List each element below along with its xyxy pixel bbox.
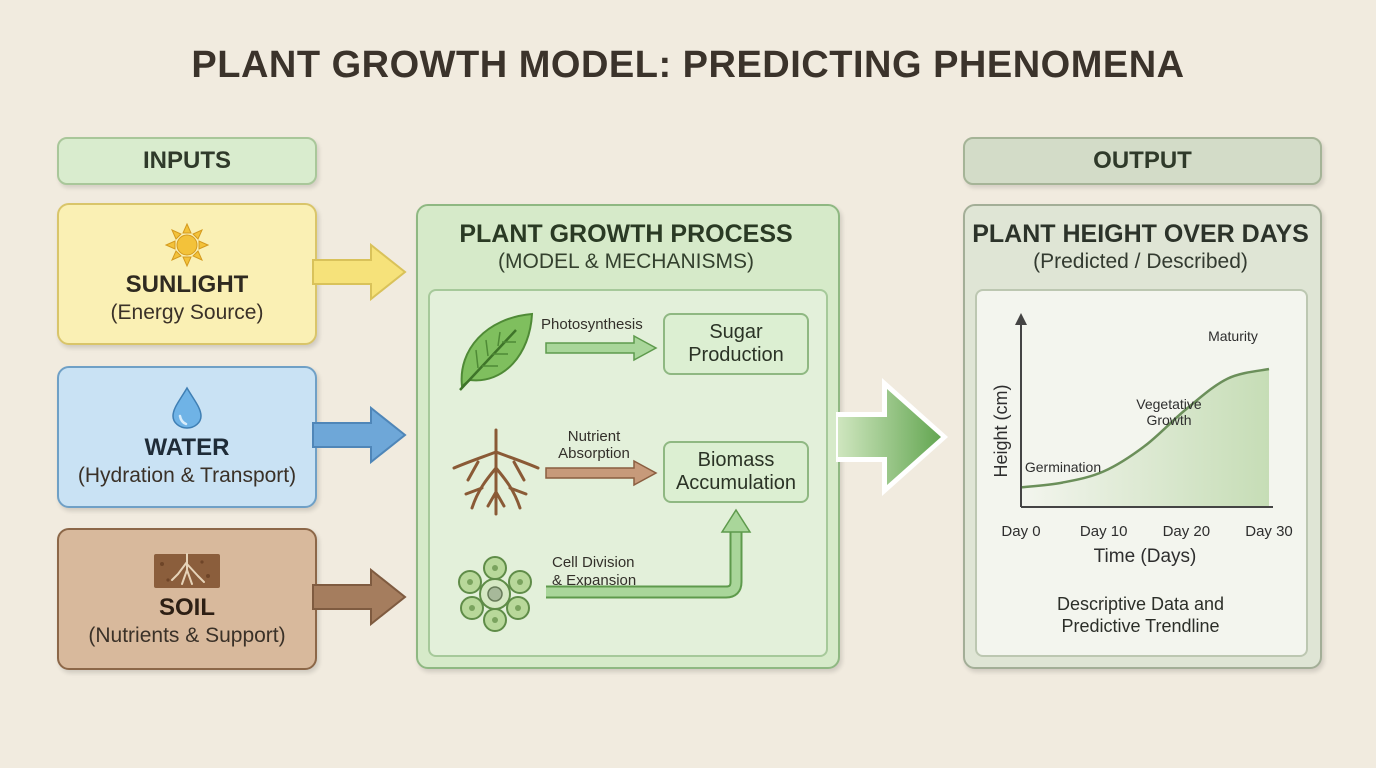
input-name: WATER — [144, 434, 230, 461]
chart-x-tick-label: Day 30 — [1245, 523, 1293, 540]
output-header: OUTPUT — [963, 137, 1322, 185]
water-arrow — [312, 405, 407, 465]
nutrient-arrow — [545, 459, 658, 487]
input-name: SOIL — [158, 594, 215, 621]
water-drop-icon — [172, 386, 202, 429]
plant-height-chart: Day 0 Day 10 Day 20 Day 30 Germination Veget… — [991, 313, 1293, 567]
photosynthesis-arrow — [545, 334, 658, 362]
chart-area-fill — [1021, 369, 1269, 507]
inputs-header-label: INPUTS — [142, 147, 231, 174]
result-line: Biomass — [697, 449, 775, 471]
output-subtitle: (Predicted / Described) — [1033, 250, 1248, 273]
inputs-header: INPUTS — [57, 137, 317, 185]
roots-icon — [452, 428, 540, 516]
page-title: PLANT GROWTH MODEL: PREDICTING PHENOMENA — [191, 44, 1185, 86]
chart-trendline — [1020, 367, 1270, 489]
result-biomass-accumulation: Biomass Accumulation — [663, 441, 809, 503]
step-label-line: & Expansion — [552, 572, 637, 589]
chart-ylabel: Height (cm) — [991, 384, 1011, 477]
input-desc: (Energy Source) — [110, 301, 264, 324]
step-label-nutrient: Nutrient Absorption — [548, 428, 640, 462]
caption-line: Predictive Trendline — [1061, 616, 1220, 636]
input-desc: (Hydration & Transport) — [77, 464, 297, 487]
process-to-output-arrow — [836, 378, 948, 496]
result-sugar-production: Sugar Production — [663, 313, 809, 375]
result-line: Accumulation — [675, 472, 797, 494]
step-label-line: Nutrient — [567, 428, 621, 445]
step-label-cell-division: Cell Division & Expansion — [552, 554, 636, 590]
step-label-photosynthesis: Photosynthesis — [541, 316, 643, 333]
soil-arrow — [312, 567, 407, 627]
chart-x-tick-label: Day 20 — [1163, 523, 1211, 540]
chart-annotation: Vegetative — [1136, 396, 1202, 412]
output-title: PLANT HEIGHT OVER DAYS — [972, 220, 1309, 248]
sun-icon — [164, 222, 210, 268]
caption-line: Descriptive Data and — [1056, 594, 1225, 614]
chart-annotation: Maturity — [1208, 328, 1258, 344]
chart-y-axis-arrow — [1015, 313, 1027, 325]
chart-annotation: Germination — [1025, 459, 1101, 475]
cell-icon — [458, 556, 532, 632]
result-line: Sugar — [709, 321, 763, 343]
output-caption: Descriptive Data and Predictive Trendlin… — [975, 593, 1306, 637]
output-header-label: OUTPUT — [1093, 147, 1192, 174]
input-water: WATER (Hydration & Transport) — [57, 366, 317, 508]
chart-xlabel: Time (Days) — [1094, 546, 1197, 567]
input-desc: (Nutrients & Support) — [88, 624, 286, 647]
step-label-line: Cell Division — [552, 554, 635, 571]
process-subtitle: (MODEL & MECHANISMS) — [498, 250, 754, 273]
input-name: SUNLIGHT — [125, 271, 249, 298]
leaf-icon — [459, 312, 534, 391]
input-sunlight: SUNLIGHT (Energy Source) — [57, 203, 317, 345]
input-soil: SOIL (Nutrients & Support) — [57, 528, 317, 670]
chart-x-tick-label: Day 0 — [1001, 523, 1040, 540]
soil-roots-icon — [154, 553, 220, 588]
cell-division-arrow — [546, 508, 752, 599]
result-line: Production — [688, 344, 784, 366]
chart-x-tick-label: Day 10 — [1080, 523, 1128, 540]
sunlight-arrow — [312, 242, 407, 302]
step-label-line: Absorption — [558, 445, 630, 462]
chart-annotation: Growth — [1146, 412, 1191, 428]
process-title: PLANT GROWTH PROCESS — [459, 220, 793, 248]
